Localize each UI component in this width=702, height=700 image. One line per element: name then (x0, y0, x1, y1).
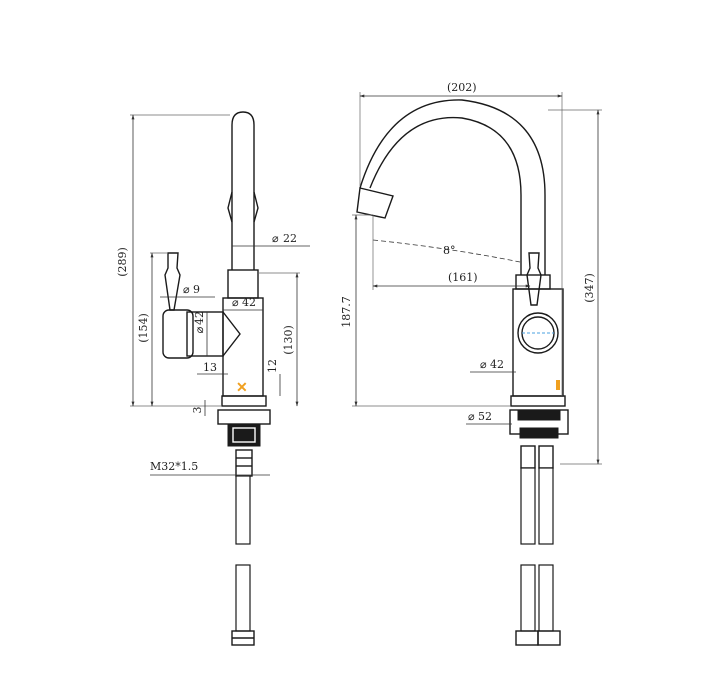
dim-spout-dia-symbol: ⌀ (272, 232, 279, 245)
svg-text:⌀: ⌀ (232, 296, 239, 309)
side-base (221, 395, 267, 407)
dim-front-body-dia: 42 (490, 358, 504, 371)
front-aerator (356, 187, 394, 219)
dim-3: 3 (191, 407, 204, 414)
dim-thread: M32*1.5 (150, 460, 198, 473)
dim-body-dia: 42 (242, 296, 256, 309)
dim-total-height: (289) (116, 247, 129, 277)
side-body-collar (227, 269, 259, 299)
side-view: ✕ (289) ⌀ 22 ⌀ 9 ⌀ 42 (154) ⌀ 42 (116, 111, 310, 646)
front-handle (526, 252, 542, 306)
dim-handle-dia: 9 (193, 283, 200, 296)
front-spout (359, 99, 546, 275)
dim-base-dia: 52 (478, 410, 492, 423)
front-hose-left-upper (520, 467, 536, 545)
front-hose-left-lower (520, 564, 536, 632)
front-hose-right-lower (538, 564, 554, 632)
side-mount-plate (217, 409, 271, 425)
dim-outlet-height: 187.7 (340, 296, 353, 328)
side-spout (231, 111, 255, 270)
dim-cartridge-dia: 42 (193, 311, 206, 325)
dim-overall: (347) (583, 273, 596, 303)
front-cartridge (517, 312, 559, 354)
dim-12: 12 (266, 359, 279, 373)
dim-spout-dia: 22 (283, 232, 297, 245)
front-orange-mark (556, 380, 560, 390)
svg-text:⌀: ⌀ (480, 358, 487, 371)
dim-spout-reach: (161) (448, 271, 478, 284)
svg-text:⌀: ⌀ (193, 326, 206, 333)
front-view: (202) 8° (161) 187.7 (347) ⌀ 42 ⌀ 52 (340, 81, 602, 646)
dim-body-height: (130) (282, 325, 295, 355)
dim-angle: 8° (443, 244, 456, 257)
side-spout-detail (227, 191, 259, 223)
svg-text:⌀: ⌀ (468, 410, 475, 423)
dim-reach: (202) (447, 81, 477, 94)
front-hose-right-upper (538, 467, 554, 545)
side-mount-nut (227, 423, 261, 447)
dim-handle-height: (154) (137, 313, 150, 343)
side-hose-upper (235, 475, 251, 545)
side-handle (164, 252, 181, 311)
side-orange-mark: ✕ (236, 380, 248, 396)
front-base (510, 395, 566, 407)
dim-13: 13 (203, 361, 217, 374)
svg-text:⌀: ⌀ (183, 283, 190, 296)
side-cartridge (162, 309, 194, 359)
side-hose-lower (235, 564, 251, 632)
